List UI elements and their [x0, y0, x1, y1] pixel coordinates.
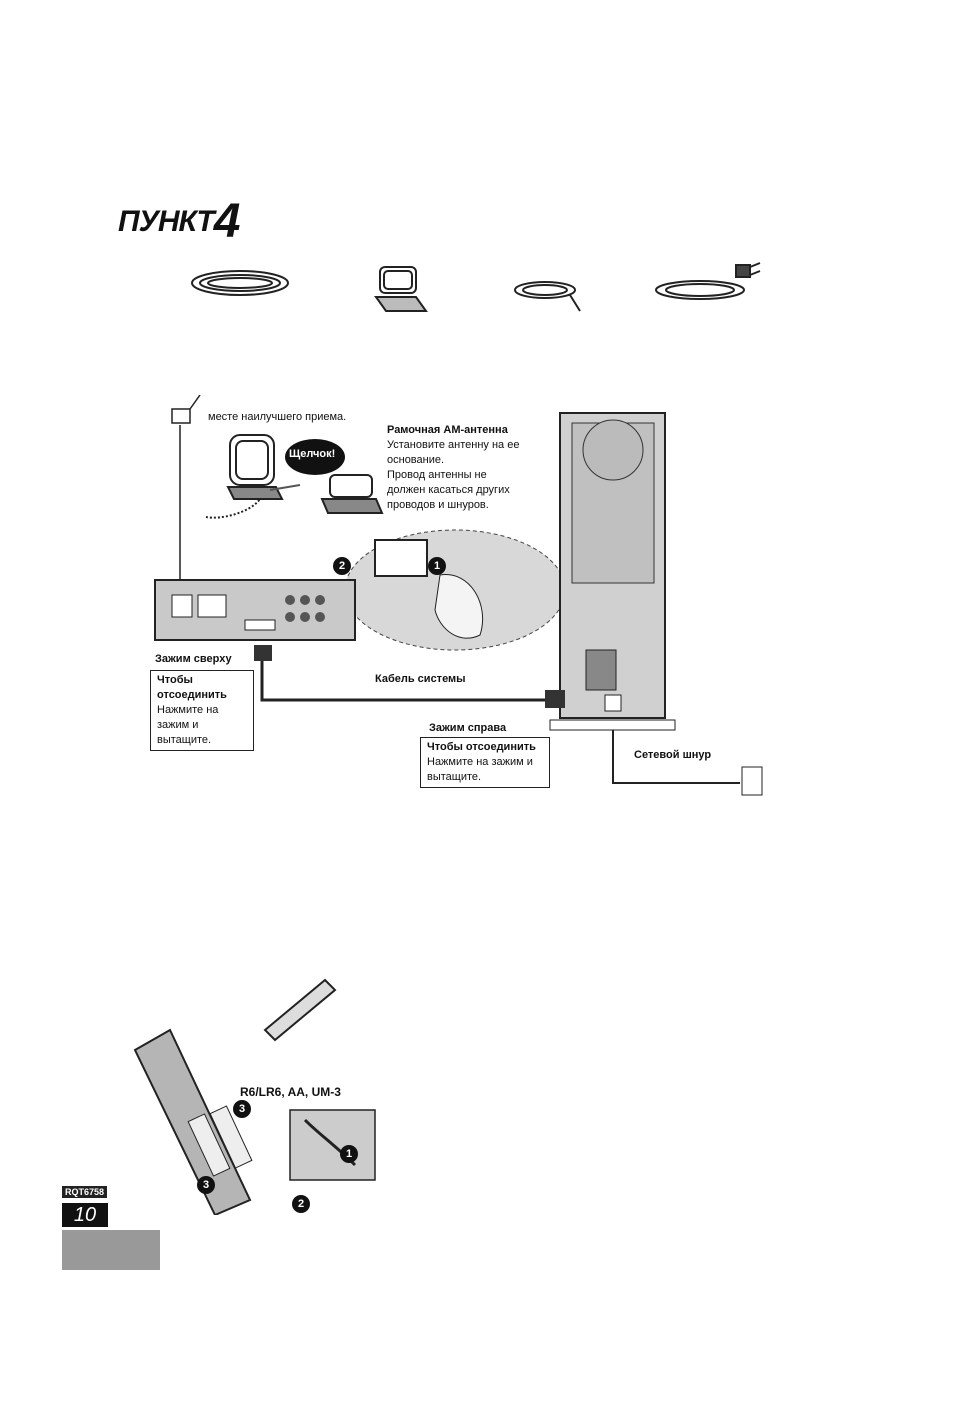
- hand-illustration: [434, 574, 484, 639]
- fm-antenna-accessory: [514, 281, 581, 312]
- click-callout: Щелчок!: [289, 448, 336, 460]
- best-reception-label: месте наилучшего приема.: [208, 411, 347, 423]
- connection-diagram: [154, 395, 763, 796]
- step-heading-number: 4: [213, 195, 241, 248]
- page-number: 10: [62, 1203, 108, 1227]
- am-antenna-line: Провод антенны не: [387, 469, 487, 481]
- disconnect-right-line: вытащите.: [427, 771, 482, 783]
- disconnect-left-line: Нажмите на: [157, 704, 219, 716]
- disconnect-right-line: Нажмите на зажим и: [427, 756, 533, 768]
- disconnect-left-line: вытащите.: [157, 734, 212, 746]
- remote-control-open: [133, 1028, 253, 1215]
- am-antenna-line: проводов и шнуров.: [387, 499, 489, 511]
- click-bubble: [285, 439, 345, 475]
- speaker-terminal: [374, 539, 428, 577]
- remote-step-badge-3: 3: [233, 1100, 251, 1118]
- battery-cover-zoom: [289, 1109, 376, 1181]
- right-clamp-label: Зажим справа: [429, 722, 507, 734]
- speaker-tower-illustration: [549, 412, 676, 731]
- am-antenna-note: Рамочная АМ-антенна Установите антенну н…: [387, 423, 519, 513]
- disconnect-right-line: Чтобы отсоединить: [427, 741, 536, 753]
- am-antenna-line: Установите антенну на ее: [387, 439, 520, 451]
- remote-control-small: [263, 978, 337, 1042]
- power-cord-line: [612, 730, 740, 784]
- am-loop-antenna-accessory: [374, 266, 428, 312]
- top-clamp-label: Зажим сверху: [155, 653, 232, 665]
- main-unit-illustration: [154, 579, 356, 641]
- remote-step-badge-3b: 3: [197, 1176, 215, 1194]
- power-cord-label: Сетевой шнур: [634, 749, 712, 761]
- step-heading-word: ПУНКТ: [118, 205, 215, 238]
- am-antenna-line: должен касаться других: [387, 484, 510, 496]
- disconnect-left-line: Чтобы: [157, 674, 193, 686]
- remote-illustration: [133, 978, 376, 1215]
- power-cord-accessory: [655, 262, 761, 300]
- step-heading: ПУНКТ4: [118, 188, 240, 248]
- accessories-illustration: [191, 262, 761, 312]
- remote-step-badge-2: 2: [292, 1195, 310, 1213]
- document-code: RQT6758: [62, 1186, 108, 1198]
- fm-antenna-illustration: [171, 395, 201, 585]
- disconnect-left-box: Чтобы отсоединить Нажмите на зажим и выт…: [150, 670, 254, 751]
- remote-step-badge-1: 1: [340, 1145, 358, 1163]
- system-cable-label: Кабель системы: [375, 673, 466, 685]
- system-cable-line: [260, 650, 550, 702]
- am-antenna-line: основание.: [387, 454, 445, 466]
- step-badge-1: 1: [428, 557, 446, 575]
- system-cable-connector-right: [545, 690, 565, 708]
- system-cable-connector-left: [254, 645, 272, 661]
- battery-type-label: R6/LR6, AA, UM-3: [240, 1085, 341, 1099]
- am-antenna-title: Рамочная АМ-антенна: [387, 424, 508, 436]
- am-antenna-illustration: [205, 434, 384, 519]
- disconnect-right-box: Чтобы отсоединить Нажмите на зажим и выт…: [420, 737, 550, 788]
- system-cable-accessory: [191, 270, 289, 296]
- disconnect-left-line: зажим и: [157, 719, 199, 731]
- wall-outlet: [741, 766, 763, 796]
- disconnect-left-line: отсоединить: [157, 689, 227, 701]
- decorative-block: [62, 1230, 160, 1270]
- step-badge-2: 2: [333, 557, 351, 575]
